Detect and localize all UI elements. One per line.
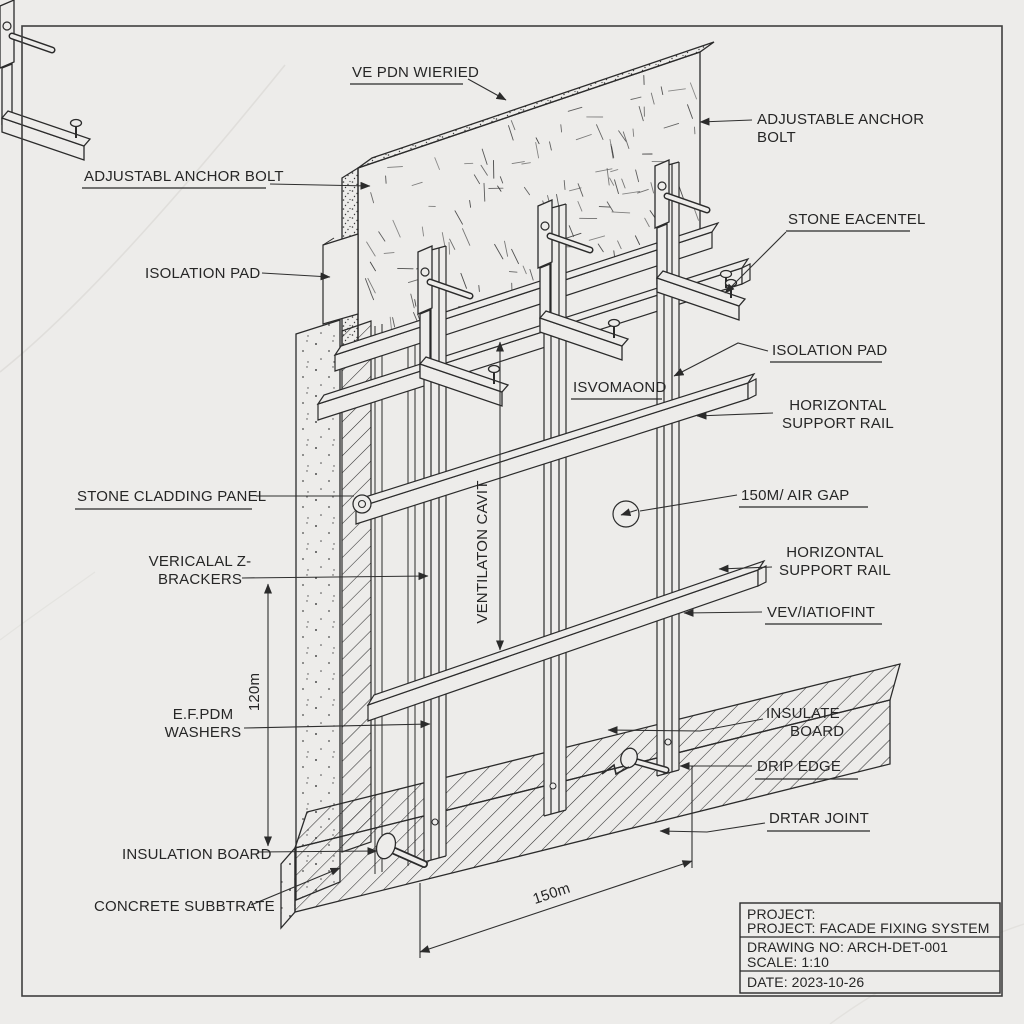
leader-top-wired bbox=[467, 78, 507, 101]
title-block-date: DATE: 2023-10-26 bbox=[747, 974, 864, 990]
label-drtar-joint: DRTAR JOINT bbox=[769, 810, 869, 827]
leader-vertical-z bbox=[241, 572, 429, 581]
label-horizontal-rail-2b: SUPPORT RAIL bbox=[779, 562, 891, 579]
leader-drtar-joint bbox=[659, 822, 766, 836]
horizontal-rail-upper bbox=[354, 372, 757, 525]
label-horizontal-rail-2a: HORIZONTAL bbox=[786, 544, 884, 561]
leader-isolation-pad-right bbox=[673, 342, 769, 377]
drip-edge-detail bbox=[601, 747, 670, 776]
label-vertical-z-1: VERICALAL Z- bbox=[149, 553, 252, 570]
title-block-drawing-no: DRAWING NO: ARCH-DET-001 bbox=[747, 939, 948, 955]
air-gap-indicator bbox=[612, 500, 640, 528]
label-stone-cladding: STONE CLADDING PANEL bbox=[77, 488, 266, 505]
leader-stone-eacentel bbox=[724, 231, 787, 294]
label-insulate-1: INSULATE bbox=[766, 705, 840, 722]
horizontal-rail-lower bbox=[366, 559, 767, 722]
label-epdm-2: WASHERS bbox=[165, 724, 242, 741]
label-adjustable-anchor-1: ADJUSTABLE ANCHOR bbox=[757, 111, 924, 128]
dimension-vent-cavity: VENTILATON CAVIT bbox=[474, 341, 504, 651]
title-block-project-label: PROJECT: bbox=[747, 906, 815, 922]
leader-lines bbox=[241, 78, 787, 906]
title-block: PROJECT: PROJECT: FACADE FIXING SYSTEM D… bbox=[739, 902, 1001, 994]
epdm-washer-mid bbox=[352, 494, 372, 514]
label-horizontal-rail-1b: SUPPORT RAIL bbox=[782, 415, 894, 432]
vertical-rail-2 bbox=[543, 203, 567, 817]
leader-insulation-board bbox=[256, 847, 378, 856]
label-isolation-pad-left: ISOLATION PAD bbox=[145, 265, 260, 282]
vertical-rail-1 bbox=[423, 245, 447, 863]
label-concrete-substrate: CONCRETE SUBBTRATE bbox=[94, 898, 275, 915]
label-air-gap: 150M/ AIR GAP bbox=[741, 487, 849, 504]
label-insulation-board: INSULATION BOARD bbox=[122, 846, 272, 863]
slab-top-band bbox=[357, 41, 715, 169]
isolation-pad bbox=[322, 233, 359, 325]
fastener-details bbox=[352, 494, 670, 868]
dim-120m-text: 120m bbox=[246, 673, 263, 711]
label-vertical-z-2: BRACKERS bbox=[158, 571, 242, 588]
label-isolation-pad-right: ISOLATION PAD bbox=[772, 342, 887, 359]
epdm-washer-bottom bbox=[375, 832, 428, 868]
label-epdm-1: E.F.PDM bbox=[173, 706, 234, 723]
leader-horizontal-rail-1 bbox=[696, 411, 774, 420]
cladding-lines bbox=[374, 324, 416, 874]
leader-isolation-pad-left bbox=[261, 272, 331, 281]
label-insulate-2: BOARD bbox=[790, 723, 844, 740]
leader-horizontal-rail-2 bbox=[718, 564, 773, 573]
sheet-border bbox=[21, 25, 1003, 997]
vertical-rails bbox=[423, 161, 680, 863]
horizontal-rails bbox=[354, 372, 767, 722]
title-block-project: PROJECT: FACADE FIXING SYSTEM bbox=[747, 920, 990, 936]
leader-concrete-substrate bbox=[250, 867, 341, 906]
label-adjustable-anchor-2: BOLT bbox=[757, 129, 796, 146]
leader-epdm bbox=[243, 720, 431, 729]
vent-cavity-text: VENTILATON CAVIT bbox=[474, 480, 491, 623]
label-adjustabl-anchor: ADJUSTABL ANCHOR BOLT bbox=[84, 168, 284, 185]
label-isvomaond: ISVOMAOND bbox=[573, 379, 666, 396]
title-block-scale: SCALE: 1:10 bbox=[747, 954, 829, 970]
leader-veviatiofint bbox=[683, 608, 763, 617]
leader-adjustabl-anchor bbox=[269, 181, 371, 190]
label-top-wired: VE PDN WIERIED bbox=[352, 64, 479, 81]
label-stone-eacentel: STONE EACENTEL bbox=[788, 211, 926, 228]
leader-adjustable-anchor bbox=[699, 117, 753, 126]
label-drip-edge: DRIP EDGE bbox=[757, 758, 841, 775]
labels: VE PDN WIERIED ADJUSTABLE ANCHOR BOLT AD… bbox=[75, 64, 926, 915]
leader-insulate-board bbox=[607, 718, 764, 735]
dimension-120m: 120m bbox=[246, 583, 272, 847]
anchor-bracket bbox=[0, 0, 92, 161]
leader-air-gap bbox=[639, 494, 738, 512]
label-horizontal-rail-1a: HORIZONTAL bbox=[789, 397, 887, 414]
concrete-wall bbox=[295, 319, 341, 901]
label-veviatiofint: VEV/IATIOFINT bbox=[767, 604, 875, 621]
